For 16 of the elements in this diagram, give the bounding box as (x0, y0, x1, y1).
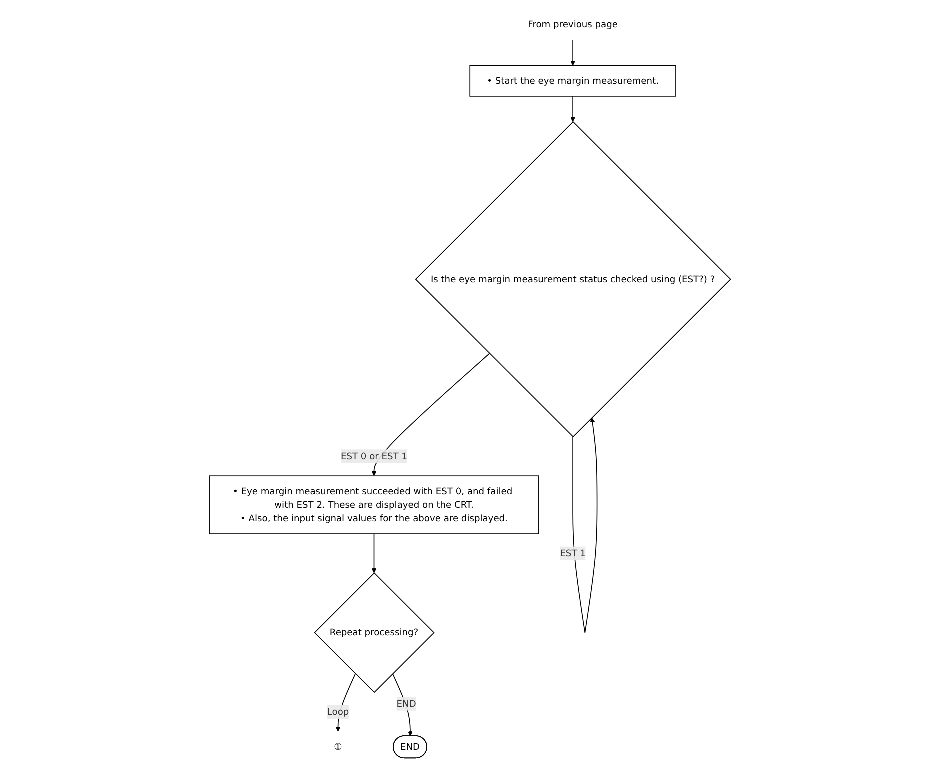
arrow (372, 353, 491, 476)
edge-label: EST 0 or EST 1 (341, 450, 408, 462)
edge-label: END (397, 698, 417, 710)
node-text: From previous page (528, 19, 618, 30)
node-box: • Eye margin measurement succeeded with EST 0, and failed with EST 2. These are displayed on the CRT. • Also, the input signal values for the above are displayed. (209, 476, 540, 534)
arrow (336, 674, 356, 732)
arrow (372, 534, 378, 574)
edge-label: Loop (328, 706, 350, 718)
arrow (572, 418, 598, 634)
node-diamond: Is the eye margin measurement status checked using (EST?) ? (416, 121, 732, 438)
arrow (570, 40, 576, 66)
node-diamond: Repeat processing? (314, 572, 436, 694)
node-text: ① (334, 741, 343, 752)
arrow (570, 96, 576, 122)
node-box: • Start the eye margin measurement. (470, 65, 677, 97)
edge-label: EST 1 (560, 548, 586, 559)
